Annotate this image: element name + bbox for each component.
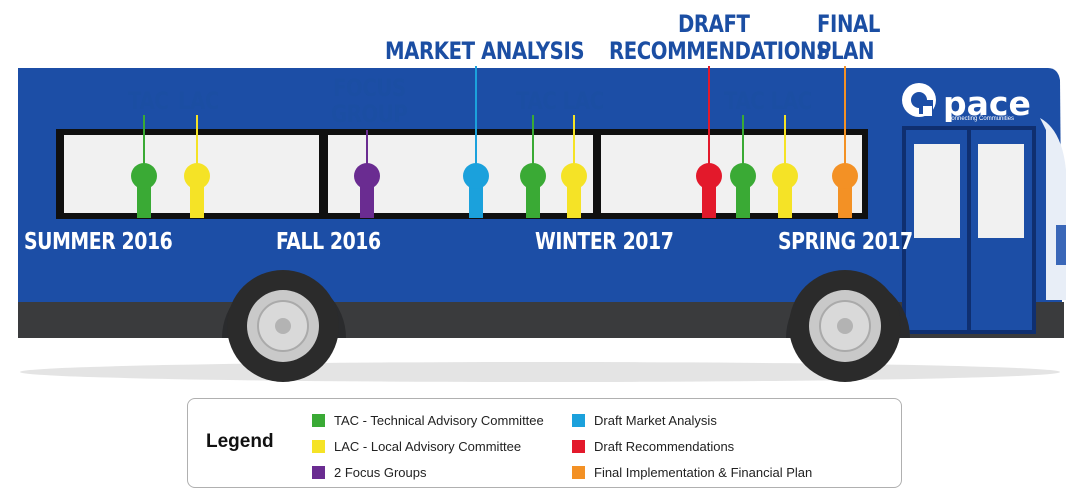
marker-head [832,163,858,189]
legend-swatch-tac [312,414,325,427]
legend-item-market: Draft Market Analysis [572,413,717,428]
marker-body [702,186,716,218]
marker-body [838,186,852,218]
marker-head [463,163,489,189]
legend-label-lac: LAC - Local Advisory Committee [334,439,522,454]
marker-body [526,186,540,218]
season-spring-2017: SPRING 2017 [778,229,913,255]
front-wheel [789,270,901,382]
pace-logo-icon [902,83,936,117]
marker-head [131,163,157,189]
marker-head [354,163,380,189]
legend-title: Legend [206,431,274,452]
marker-body [190,186,204,218]
label-focus-line2: GROUP [331,100,408,128]
marker-body [469,186,483,218]
marker-body [736,186,750,218]
marker-head [696,163,722,189]
marker-stem [742,115,744,167]
marker-head [772,163,798,189]
marker-stem [475,66,477,167]
marker-stem [708,66,710,167]
bus-shadow [20,362,1060,382]
marker-body [567,186,581,218]
legend-label-final: Final Implementation & Financial Plan [594,465,813,480]
rear-wheel [227,270,339,382]
season-winter-2017: WINTER 2017 [535,229,674,255]
legend-item-draft: Draft Recommendations [572,439,734,454]
bus-illustration [18,68,1066,382]
headlight [1056,225,1066,265]
legend: Legend TAC - Technical Advisory Committe… [187,398,902,488]
legend-item-final: Final Implementation & Financial Plan [572,465,812,480]
marker-stem [784,115,786,167]
pace-logo-tagline: Connecting Communities [947,116,1015,122]
label-draft-line2: RECOMMENDATIONS [609,37,830,65]
label-market-analysis: MARKET ANALYSIS [385,37,585,65]
pace-logo-wordmark: pace [943,84,1031,123]
label-final-line2: PLAN [817,37,875,65]
season-fall-2016: FALL 2016 [276,229,381,255]
legend-swatch-draft [572,440,585,453]
label-draft-line1: DRAFT [678,10,750,38]
marker-stem [143,115,145,167]
legend-label-tac: TAC - Technical Advisory Committee [334,413,544,428]
label-tac-lac-2: TAC LAC [516,87,604,115]
marker-stem [532,115,534,167]
label-focus-line1: FOCUS [333,74,406,102]
label-tac-1: TAC [128,87,169,115]
marker-body [137,186,151,218]
legend-swatch-final [572,466,585,479]
label-final-line1: FINAL [817,10,880,38]
marker-head [730,163,756,189]
legend-label-market: Draft Market Analysis [594,413,717,428]
marker-head [184,163,210,189]
marker-head [520,163,546,189]
door-window-right [978,144,1024,238]
legend-item-lac: LAC - Local Advisory Committee [312,439,521,454]
marker-stem [844,66,846,167]
marker-head [561,163,587,189]
legend-label-focus: 2 Focus Groups [334,465,427,480]
door-window-left [914,144,960,238]
legend-swatch-market [572,414,585,427]
marker-body [778,186,792,218]
label-tac-lac-3: TAC LAC [724,87,812,115]
marker-stem [366,130,368,167]
marker-stem [196,115,198,167]
legend-item-focus: 2 Focus Groups [312,465,427,480]
marker-body [360,186,374,218]
legend-swatch-lac [312,440,325,453]
marker-stem [573,115,575,167]
legend-item-tac: TAC - Technical Advisory Committee [312,413,544,428]
legend-label-draft: Draft Recommendations [594,439,735,454]
label-lac-1: LAC [178,87,219,115]
season-summer-2016: SUMMER 2016 [24,229,173,255]
legend-swatch-focus [312,466,325,479]
